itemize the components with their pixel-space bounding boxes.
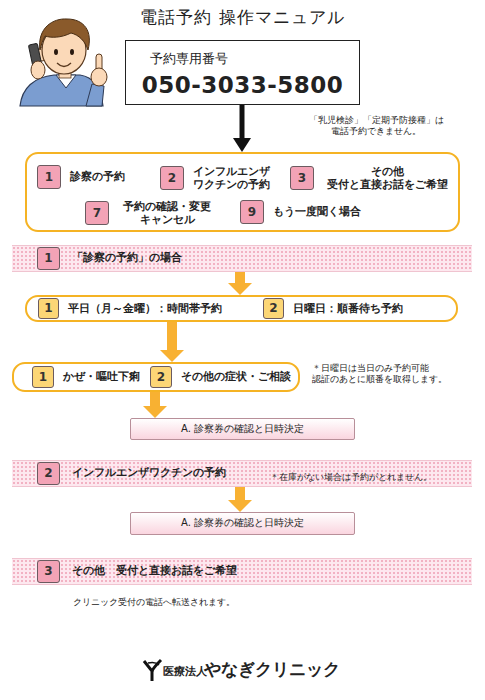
badge-number: 2 bbox=[263, 298, 284, 319]
option-text: 予約の確認・変更 キャンセル bbox=[118, 200, 216, 226]
badge-number: 7 bbox=[85, 201, 109, 225]
flow-arrow bbox=[160, 322, 184, 362]
eye bbox=[70, 49, 74, 55]
arrow-head bbox=[143, 406, 167, 418]
logo-stroke bbox=[144, 661, 152, 681]
number-badge: 1 bbox=[37, 247, 60, 270]
section-band: 「診察の予約」の場合 1 bbox=[12, 245, 472, 272]
option-text: その他 受付と直接お話をご希望 bbox=[323, 165, 451, 191]
badge-number: 2 bbox=[160, 166, 184, 190]
option-group-box: 1 診察の予約 2 インフルエンザ ワクチンの予約3 その他 受付と直接お話をご希望 7予… bbox=[25, 152, 460, 232]
result-text: A. 診察券の確認と日時決定 bbox=[131, 419, 354, 439]
hand bbox=[91, 68, 107, 86]
section-band: インフルエンザワクチンの予約 ＊在庫がない場合は予約がとれません。 2 bbox=[12, 460, 472, 487]
box-heading: 予約専用番号 bbox=[150, 51, 228, 67]
flow-arrow bbox=[143, 392, 167, 418]
number-badge: 2 bbox=[37, 462, 60, 485]
eye bbox=[54, 49, 58, 55]
clinic-type: 医療法人 bbox=[163, 665, 207, 679]
option-text: 日曜日：順番待ち予約 bbox=[293, 302, 403, 315]
man-illustration bbox=[20, 19, 107, 106]
note-text: ＊日曜日は当日のみ予約可能 認証のあとに順番を取得します。 bbox=[312, 363, 482, 386]
page-title: 電話予約 操作マニュアル bbox=[0, 7, 485, 28]
option-text: インフルエンザ ワクチンの予約 bbox=[193, 165, 285, 191]
arrow-shaft bbox=[150, 392, 160, 407]
result-text: A. 診察券の確認と日時決定 bbox=[131, 513, 354, 533]
number-badge: 3 その他 受付と直接お話をご希望 bbox=[290, 165, 451, 191]
note-text: ＊在庫がない場合は予約がとれません。 bbox=[270, 472, 432, 483]
arrow-shaft bbox=[167, 322, 177, 351]
clinic-name: やなぎクリニック bbox=[204, 659, 340, 680]
badge-number: 3 bbox=[290, 166, 314, 190]
option-text: かぜ・嘔吐下痢 bbox=[63, 370, 140, 383]
note-text: 「乳児検診」「定期予防接種」は 電話予約できません。 bbox=[292, 115, 460, 138]
band-heading: インフルエンザワクチンの予約 bbox=[72, 466, 226, 480]
number-badge: 1 診察の予約 bbox=[37, 165, 125, 189]
clinic-logo bbox=[144, 660, 161, 681]
shirt bbox=[20, 75, 103, 106]
arrow-head bbox=[228, 283, 252, 295]
badge-number: 1 bbox=[37, 247, 60, 270]
option-text: 平日（月～金曜）：時間帯予約 bbox=[68, 302, 222, 315]
option-group-box: 1 かぜ・嘔吐下痢 2 その他の症状・ご相談 bbox=[12, 362, 300, 392]
result-box: A. 診察券の確認と日時決定 bbox=[130, 418, 355, 440]
badge-number: 3 bbox=[37, 560, 60, 583]
arrow-shaft bbox=[240, 105, 245, 139]
phone-number: 050-3033-5800 bbox=[126, 71, 359, 100]
section-band: その他 受付と直接お話をご希望 3 bbox=[12, 558, 472, 585]
flow-arrow bbox=[233, 105, 251, 152]
badge-number: 1 bbox=[37, 165, 61, 189]
number-badge: 3 bbox=[37, 560, 60, 583]
badge-number: 2 bbox=[37, 462, 60, 485]
logo-stroke bbox=[152, 660, 161, 671]
number-badge: 1 かぜ・嘔吐下痢 bbox=[32, 366, 140, 388]
arrow-shaft bbox=[235, 272, 245, 284]
flow-arrow bbox=[228, 487, 252, 512]
flow-arrow bbox=[228, 272, 252, 295]
phone-number-box: 予約専用番号 050-3033-5800 bbox=[125, 40, 360, 105]
number-badge: 7 予約の確認・変更 キャンセル bbox=[85, 200, 216, 226]
arrow-head bbox=[233, 138, 251, 152]
number-badge: 2 その他の症状・ご相談 bbox=[150, 366, 291, 388]
option-group-box: 1 平日（月～金曜）：時間帯予約 2 日曜日：順番待ち予約 bbox=[25, 295, 458, 322]
number-badge: 9 もう一度聞く場合 bbox=[240, 200, 361, 224]
hand bbox=[31, 61, 45, 79]
option-text: 診察の予約 bbox=[70, 170, 125, 183]
result-box: A. 診察券の確認と日時決定 bbox=[130, 512, 355, 535]
sleeve bbox=[86, 84, 104, 106]
logo-stroke bbox=[148, 662, 159, 665]
badge-number: 1 bbox=[32, 366, 54, 388]
band-heading: 「診察の予約」の場合 bbox=[72, 251, 182, 265]
badge-number: 1 bbox=[38, 298, 59, 319]
badge-number: 2 bbox=[150, 366, 172, 388]
band-heading: その他 受付と直接お話をご希望 bbox=[72, 564, 237, 578]
badge-number: 9 bbox=[240, 200, 264, 224]
hair bbox=[40, 19, 90, 50]
option-text: もう一度聞く場合 bbox=[273, 205, 361, 218]
number-badge: 2 日曜日：順番待ち予約 bbox=[263, 298, 403, 319]
arrow-head bbox=[228, 500, 252, 512]
arrow-head bbox=[160, 350, 184, 362]
note-text: クリニック受付の電話へ転送されます。 bbox=[73, 597, 235, 608]
number-badge: 1 平日（月～金曜）：時間帯予約 bbox=[38, 298, 222, 319]
number-badge: 2 インフルエンザ ワクチンの予約 bbox=[160, 165, 285, 191]
option-text: その他の症状・ご相談 bbox=[181, 370, 291, 383]
arrow-shaft bbox=[235, 487, 245, 501]
mouth bbox=[57, 63, 71, 67]
